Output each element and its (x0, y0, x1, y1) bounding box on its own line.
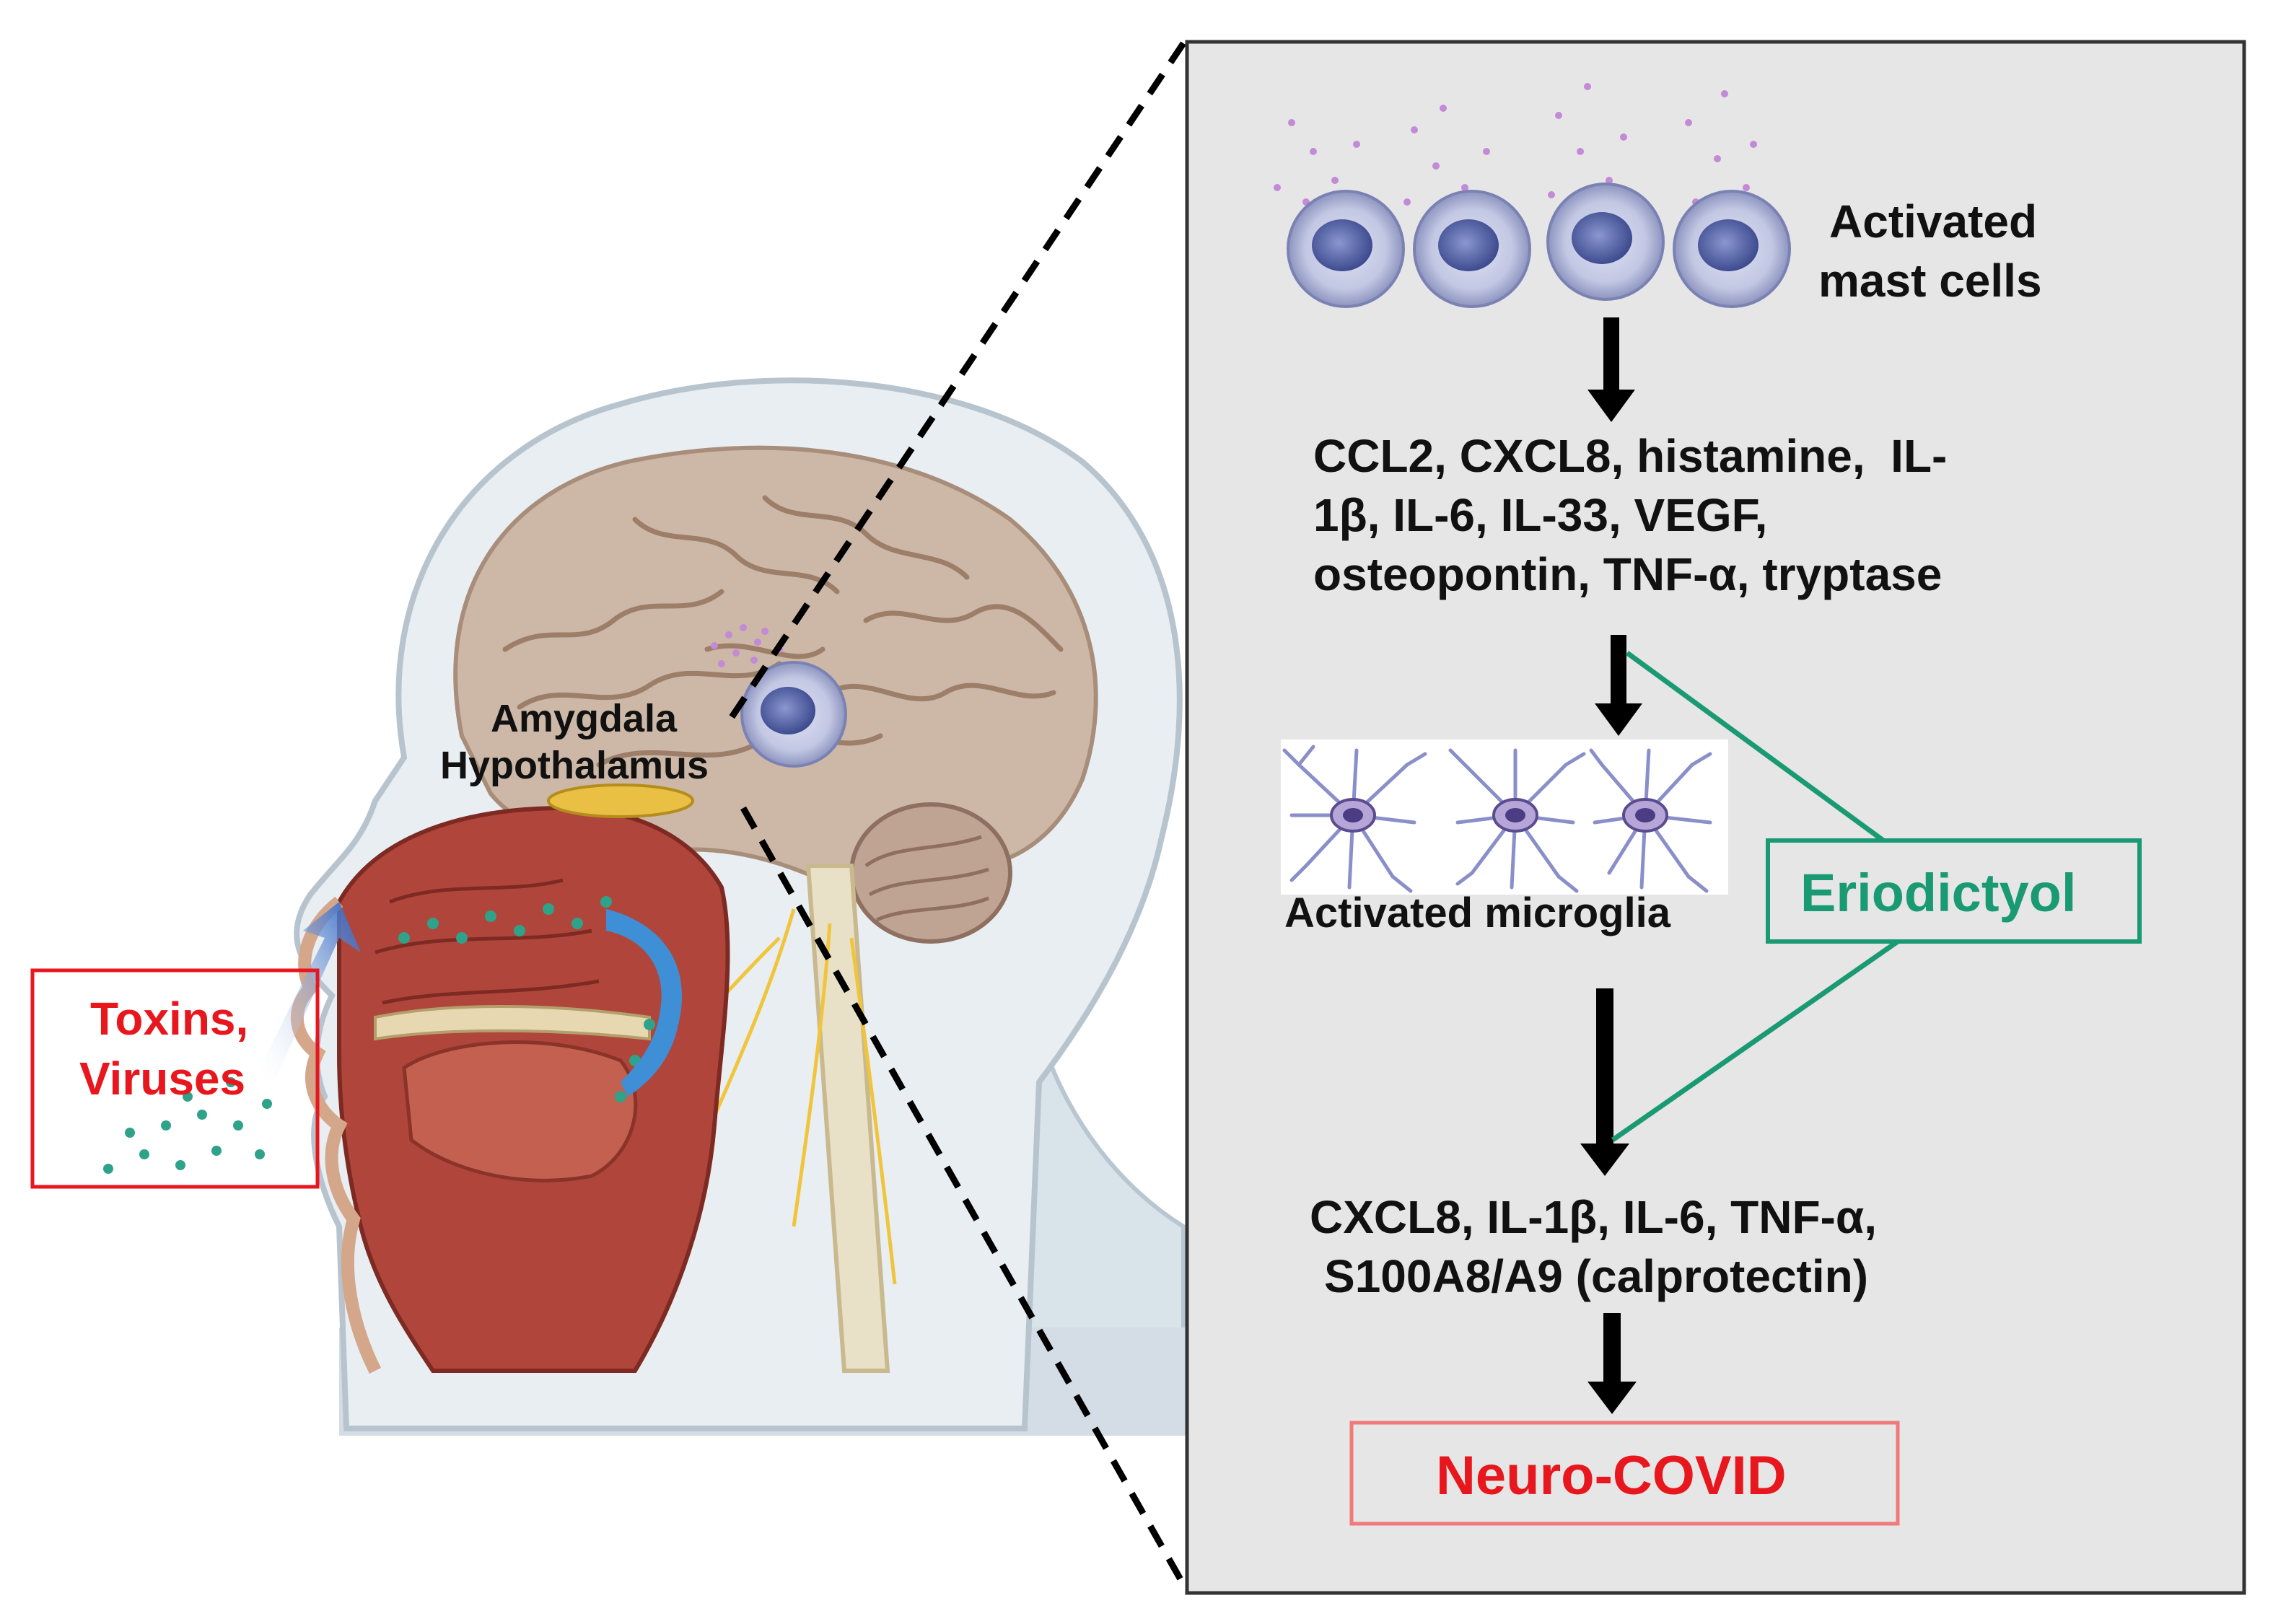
exposure-label-line1: Toxins, (90, 993, 249, 1045)
mast-cell-1 (1287, 190, 1405, 308)
mast-cells-label-line2: mast cells (1818, 255, 2042, 307)
arrow-mediators-to-microglia (1595, 635, 1642, 736)
palate-bone (374, 1005, 651, 1041)
arrow-microglia-to-cytokines (1580, 988, 1629, 1176)
airflow-arrow-nasopharynx (606, 909, 683, 1097)
zoom-dashed-lines (726, 41, 1190, 1593)
brain-mast-cell (711, 624, 847, 768)
mast-cell-4 (1673, 190, 1791, 308)
mediators-line2: 1β, IL-6, IL-33, VEGF, (1313, 489, 1768, 541)
cytokines-line2: S100A8/A9 (calprotectin) (1324, 1250, 1869, 1302)
airflow-arrow-nose (256, 902, 361, 1082)
cytokines-line1: CXCL8, IL-1β, IL-6, TNF-α, (1310, 1191, 1877, 1243)
inhibition-lines (1611, 651, 1899, 1142)
mast-cells-label-line1: Activated (1829, 196, 2038, 247)
hypothalamus-label: Hypothalamus (440, 744, 709, 787)
eriodictyol-box (1766, 838, 2142, 944)
head-anatomy-illustration (256, 377, 1191, 1436)
exposure-box (30, 968, 320, 1189)
hypothalamus-region (547, 784, 694, 818)
mast-cell-2 (1413, 190, 1531, 308)
microglia-1 (1282, 745, 1427, 893)
microglia-bodies (1330, 798, 1668, 833)
cerebellum-folds (864, 835, 989, 922)
arrow-mast-to-mediators (1587, 317, 1635, 422)
arrow-cytokines-to-outcome (1587, 1313, 1637, 1414)
neuro-covid-label: Neuro-COVID (1436, 1445, 1787, 1506)
microglia-3 (1589, 748, 1712, 893)
granule-cloud (1274, 83, 1757, 220)
microglia-2 (1448, 748, 1586, 893)
mast-cell-group (1274, 83, 1791, 308)
mediators-line1: CCL2, CXCL8, histamine, IL- (1313, 430, 1948, 482)
microglia-label: Activated microglia (1284, 890, 1671, 936)
inhaled-particles (103, 1077, 272, 1174)
eriodictyol-label: Eriodictyol (1800, 863, 2077, 923)
spinal-column (805, 864, 890, 1373)
exposure-label-line2: Viruses (79, 1053, 246, 1105)
microglia-cells (1282, 745, 1712, 893)
tongue (402, 1040, 638, 1182)
cerebellum (849, 802, 1012, 944)
amygdala-label: Amygdala (491, 697, 678, 740)
mediators-line3: osteopontin, TNF-α, tryptase (1313, 548, 1943, 600)
cavity-folds (375, 878, 600, 1005)
mast-cell-3 (1546, 183, 1665, 301)
outcome-box (1349, 1421, 1900, 1526)
